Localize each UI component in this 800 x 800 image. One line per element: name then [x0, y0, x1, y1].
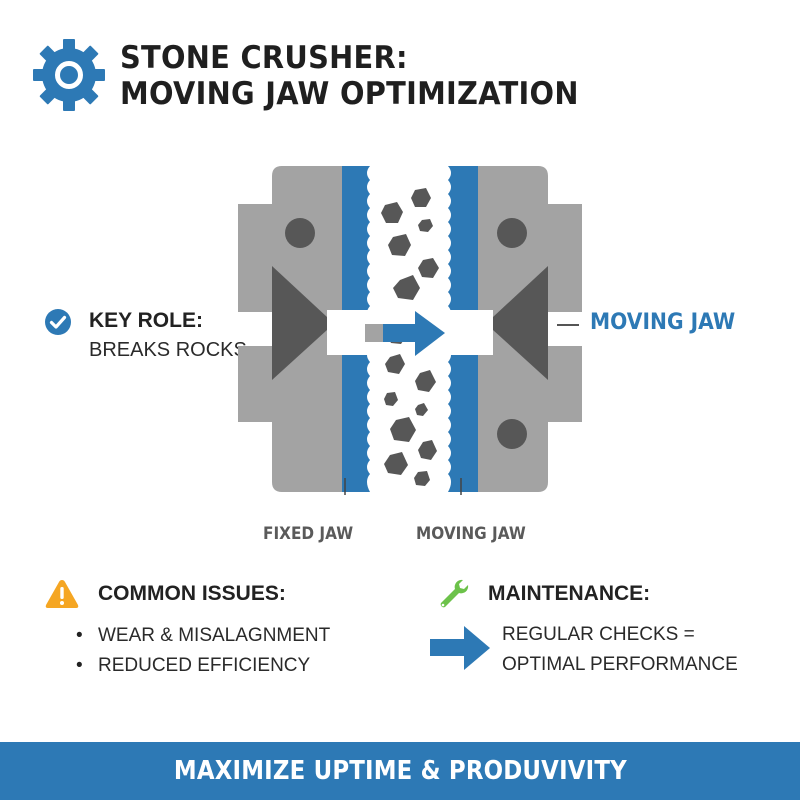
- issue-item: REDUCED EFFICIENCY: [76, 651, 330, 681]
- footer-text: MAXIMIZE UPTIME & PRODUVIVITY: [173, 756, 627, 786]
- check-circle-icon: [45, 309, 71, 335]
- key-role-heading: KEY ROLE:: [89, 309, 203, 332]
- rocks: [381, 188, 439, 486]
- page-title-line-2: MOVING JAW OPTIMIZATION: [120, 76, 579, 112]
- maintenance-block: MAINTENANCE: REGULAR CHECKS = OPTIMAL PE…: [430, 574, 770, 694]
- header: STONE CRUSHER: MOVING JAW OPTIMIZATION: [0, 0, 800, 140]
- maintenance-line-1: REGULAR CHECKS =: [502, 624, 695, 645]
- key-role-text: BREAKS ROCKS: [89, 339, 247, 361]
- gear-icon: [33, 39, 105, 111]
- jaw-crusher-diagram: [238, 166, 582, 495]
- page-title-line-1: STONE CRUSHER:: [120, 40, 408, 76]
- moving-jaw-callout-label: MOVING JAW: [590, 310, 736, 335]
- common-issues-heading: COMMON ISSUES:: [98, 582, 286, 605]
- motion-arrow-icon: [365, 311, 445, 356]
- wrench-icon: [440, 579, 469, 608]
- arrow-right-icon: [430, 626, 490, 670]
- warning-triangle-icon: [45, 580, 79, 608]
- key-role-block: KEY ROLE: BREAKS ROCKS: [44, 305, 264, 365]
- maintenance-line-2: OPTIMAL PERFORMANCE: [502, 654, 738, 675]
- fixed-jaw-housing: [238, 166, 342, 492]
- moving-jaw-callout-line: [557, 324, 579, 326]
- common-issues-list: WEAR & MISALAGNMENT REDUCED EFFICIENCY: [76, 621, 330, 681]
- footer-banner: MAXIMIZE UPTIME & PRODUVIVITY: [0, 742, 800, 800]
- fixed-jaw-label: FIXED JAW: [263, 524, 354, 544]
- common-issues-block: COMMON ISSUES:: [44, 576, 384, 686]
- moving-jaw-housing: [478, 166, 582, 492]
- issue-item: WEAR & MISALAGNMENT: [76, 621, 330, 651]
- maintenance-heading: MAINTENANCE:: [488, 582, 651, 605]
- moving-jaw-label: MOVING JAW: [416, 524, 526, 544]
